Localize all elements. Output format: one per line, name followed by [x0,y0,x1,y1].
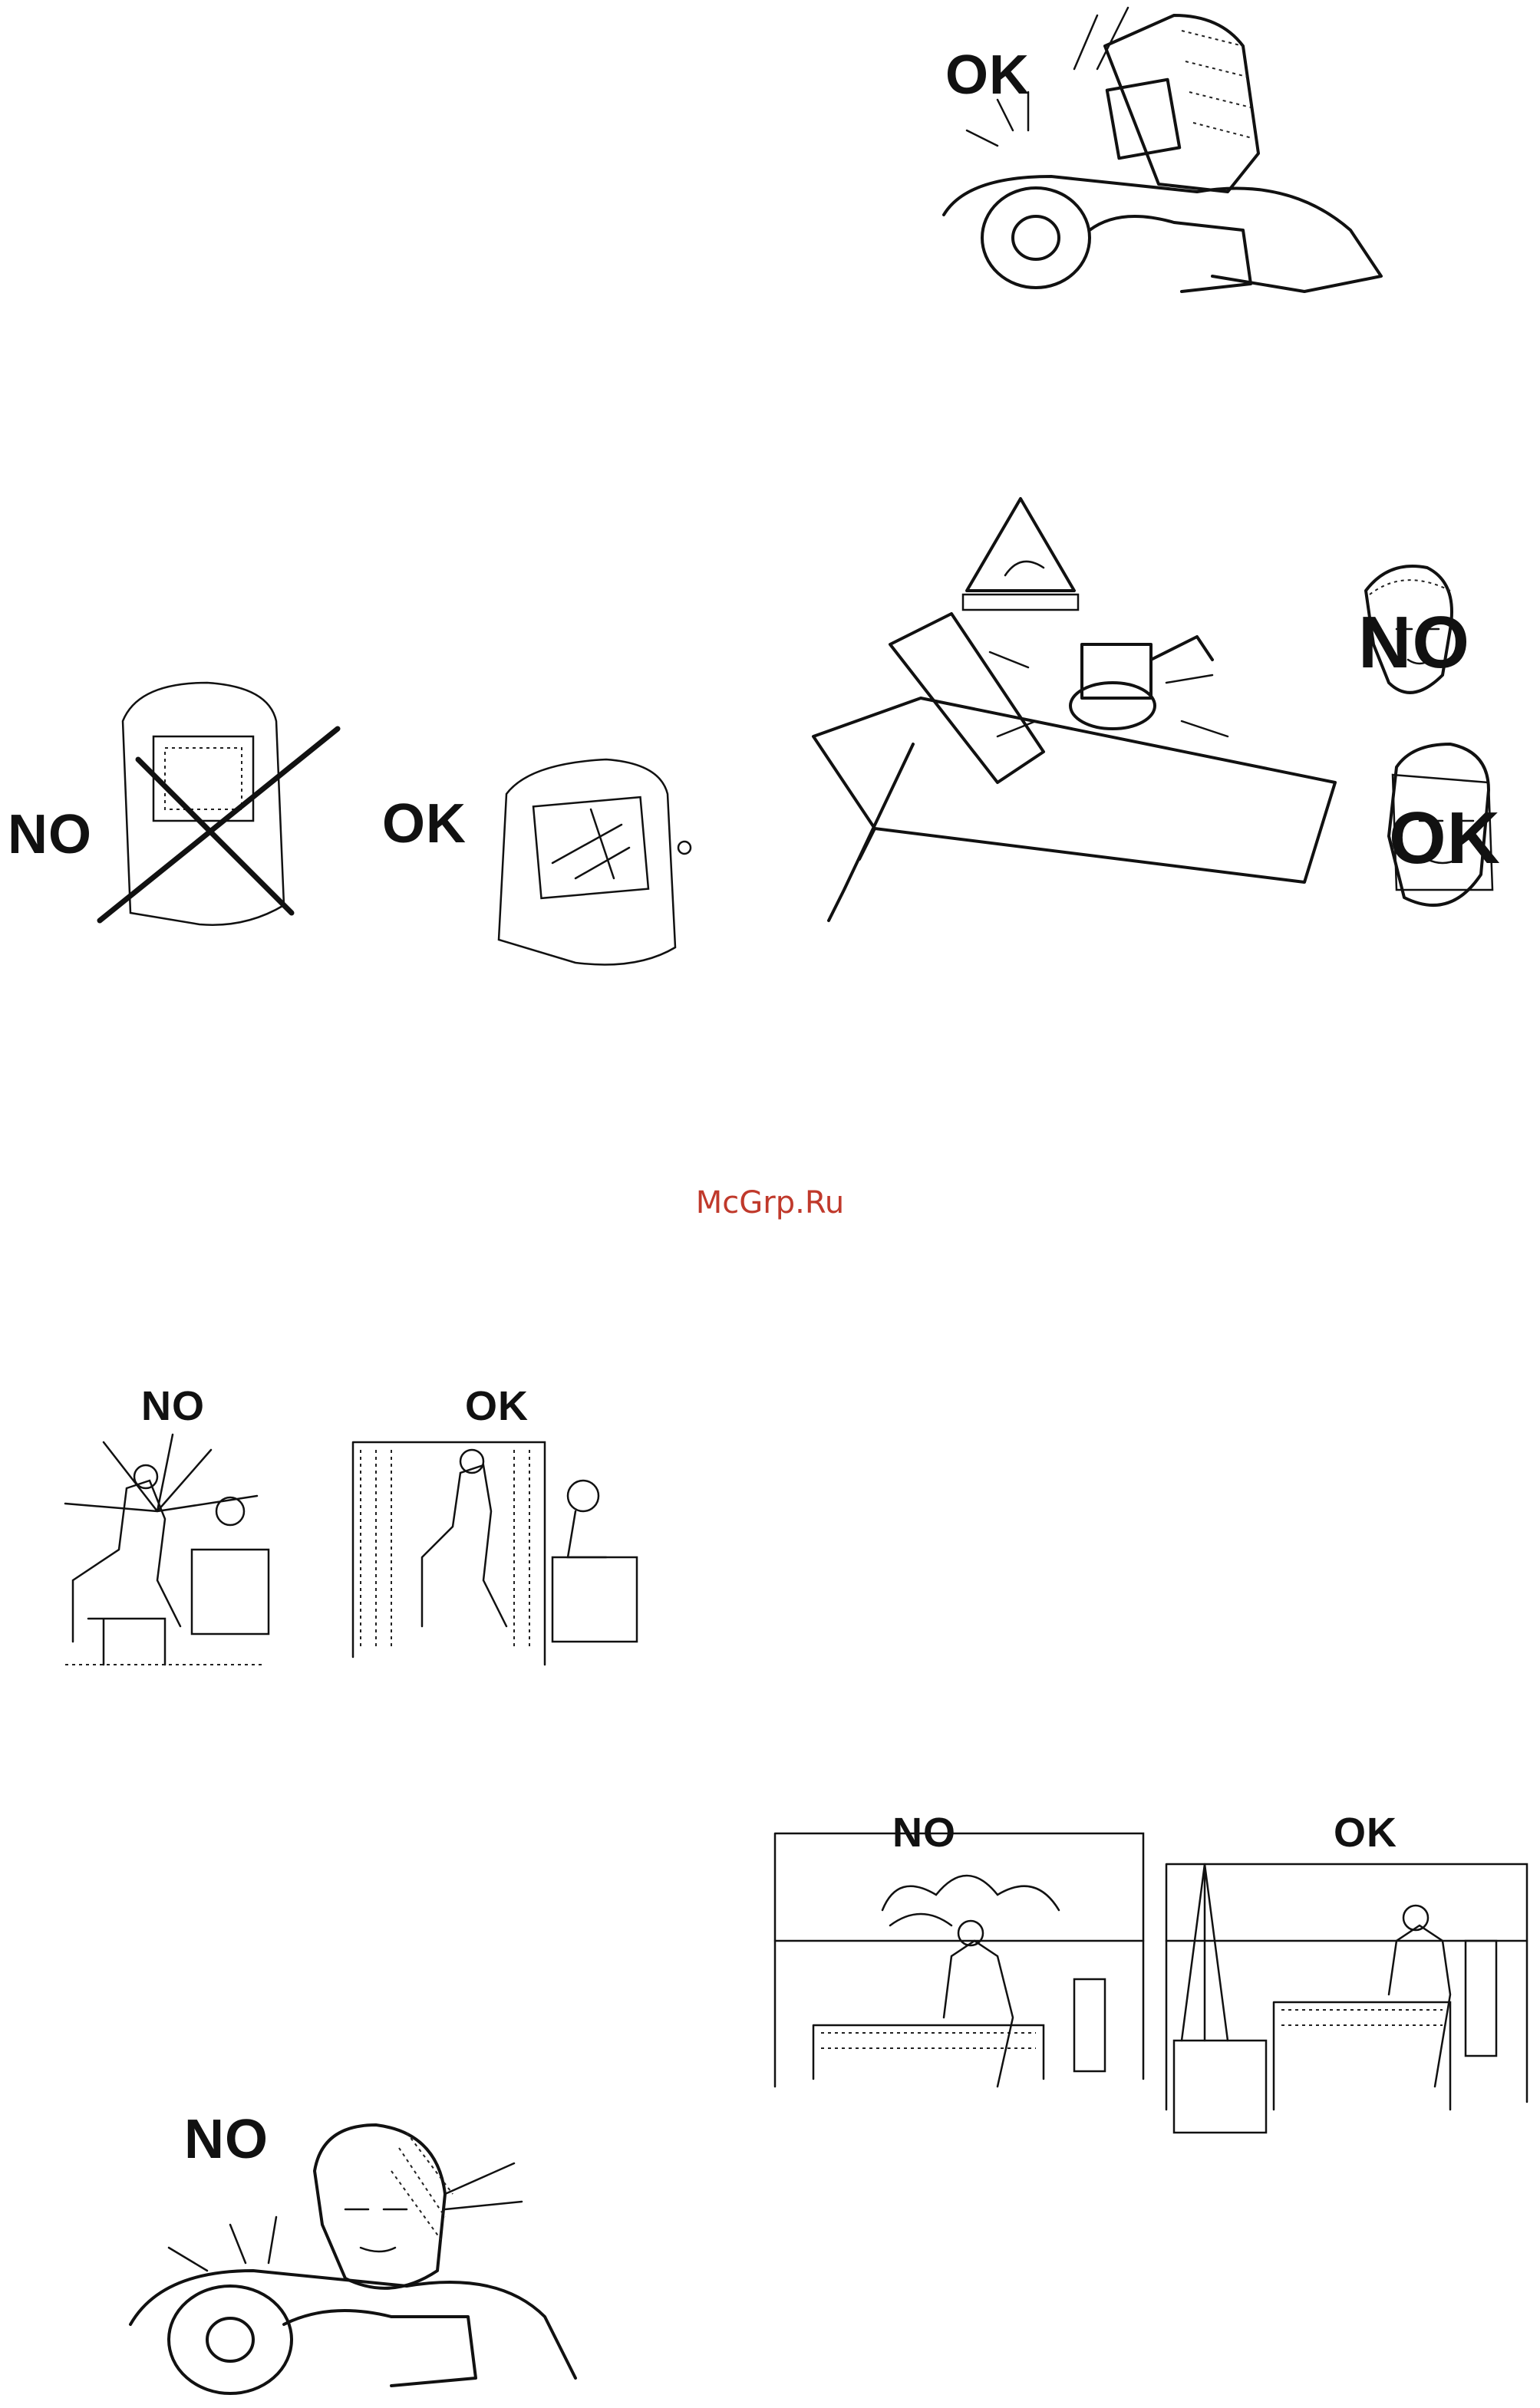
bottom-no-label: NO [184,2112,269,2167]
illustration-vent-ok [1159,1856,1535,2148]
top-ok-label: OK [945,48,1030,103]
booth-no-drawing [58,1427,280,1672]
mask-ok-drawing [483,748,706,978]
booth-ok-label: OK [465,1385,529,1427]
vent-no-drawing [767,1826,1151,2117]
illustration-vent-no [767,1826,1151,2117]
illustration-mask-no [92,675,353,936]
illustration-mask-ok [483,748,706,978]
booth-no-label: NO [141,1385,205,1427]
grinding-protection-drawing [798,491,1535,951]
grinding-ok-label: OK [1389,802,1501,875]
illustration-booth-ok [345,1427,652,1672]
mask-ok-label: OK [382,796,467,852]
vent-ok-drawing [1159,1856,1535,2148]
mask-no-drawing [92,675,353,936]
watermark: McGrp.Ru [0,1185,1540,1220]
illustration-booth-no [58,1427,280,1672]
vent-ok-label: OK [1334,1812,1397,1853]
grinding-no-label: NO [1358,606,1470,680]
vent-no-label: NO [892,1812,956,1853]
illustration-grinding-protection [798,491,1535,951]
warning-triangle-icon [963,499,1078,610]
booth-ok-drawing [345,1427,652,1672]
mask-no-label: NO [8,807,92,862]
